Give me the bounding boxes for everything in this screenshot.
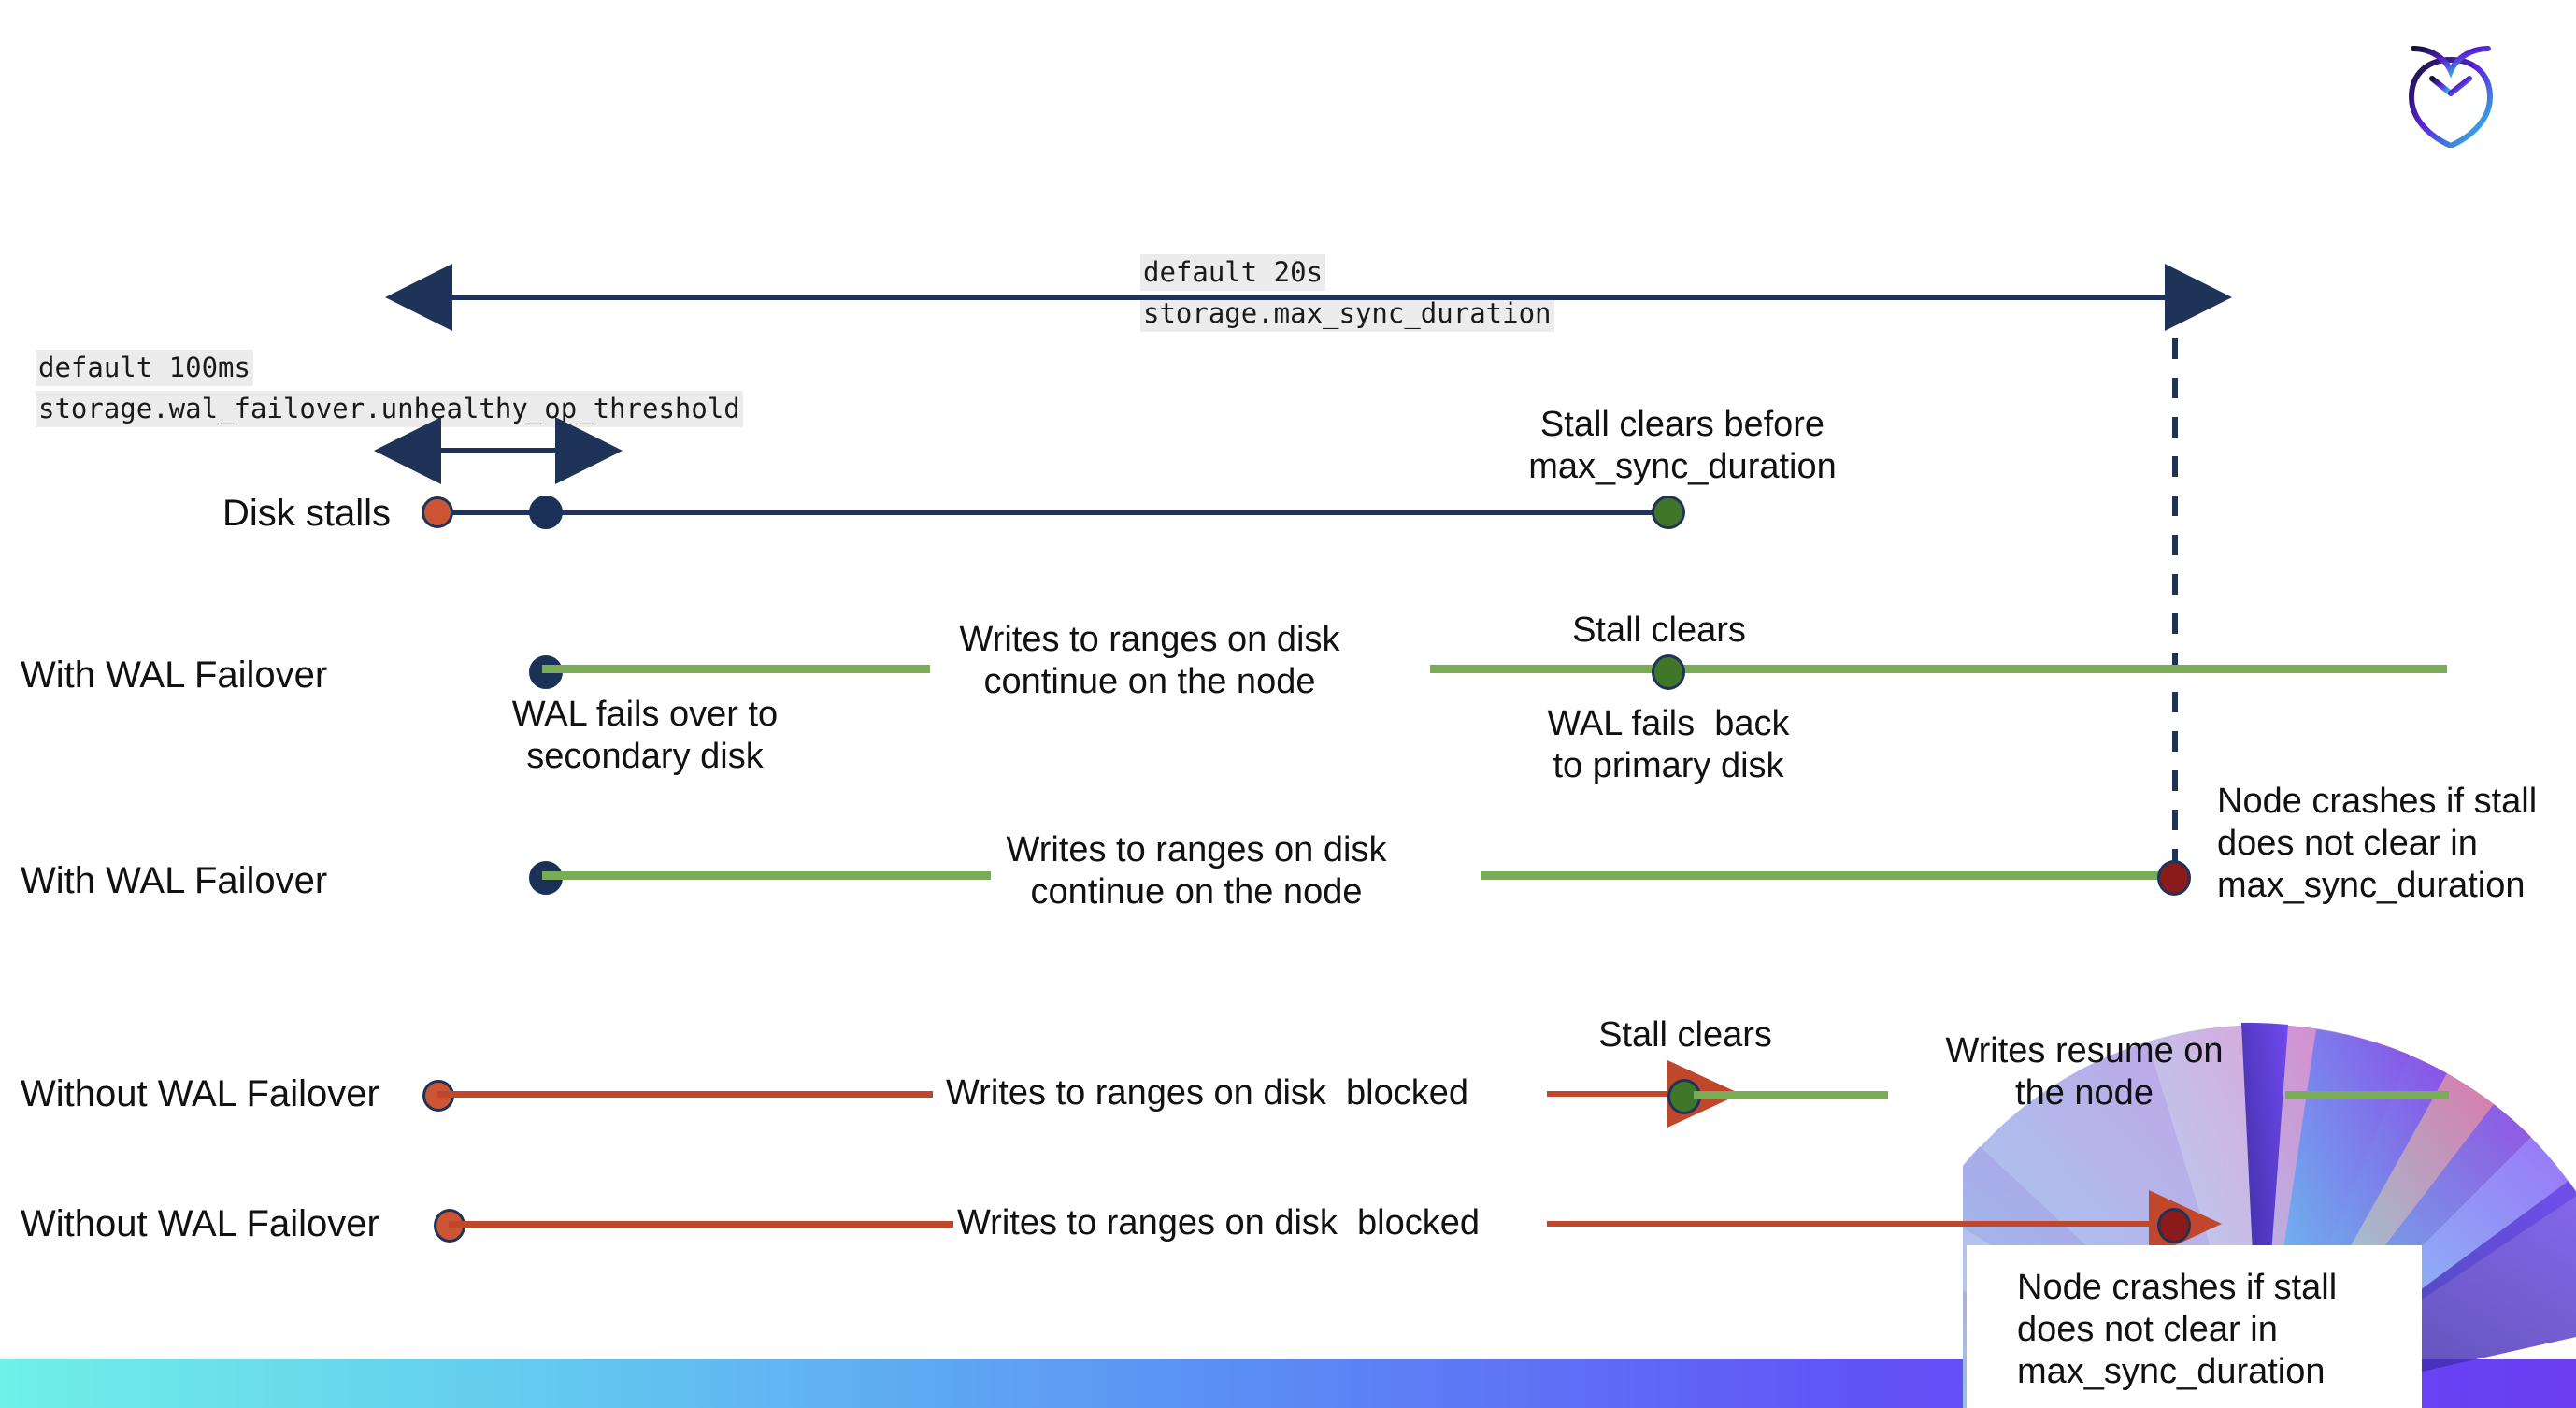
annotation-max-sync-line1: default 20s <box>1143 256 1324 288</box>
node-crash-callout-box <box>1967 1245 2422 1408</box>
note-writes-continue-row2: Writes to ranges on disk continue on the… <box>959 620 1340 701</box>
note-stall-clears-row2: Stall clears <box>1572 611 1746 650</box>
note-writes-resume-row4: Writes resume on the node <box>1945 1031 2224 1113</box>
note-writes-blocked-row5: Writes to ranges on disk blocked <box>957 1203 1481 1243</box>
wal-failover-segment-1a <box>542 665 930 673</box>
row-label-without-wal-failover-1: Without WAL Failover <box>21 1073 379 1114</box>
row-label-without-wal-failover-2: Without WAL Failover <box>21 1203 379 1244</box>
logo-svg <box>2408 46 2494 150</box>
stall-clears-dot-disk-stalls <box>1652 496 1685 529</box>
disk-stall-start-dot <box>422 496 453 528</box>
note-wal-fails-back-primary: WAL fails back to primary disk <box>1547 704 1790 785</box>
annotation-unhealthy-threshold: default 100ms <box>36 350 253 387</box>
stall-clears-dot-row2 <box>1652 654 1685 690</box>
note-writes-blocked-row4: Writes to ranges on disk blocked <box>946 1073 1469 1113</box>
annotation-unhealthy-line2: storage.wal_failover.unhealthy_op_thresh… <box>38 393 740 424</box>
note-stall-clears-row4: Stall clears <box>1598 1015 1772 1055</box>
annotation-unhealthy-line1: default 100ms <box>38 352 250 383</box>
node-crash-dot-row3 <box>2157 860 2191 896</box>
row-label-disk-stalls: Disk stalls <box>222 493 392 534</box>
note-wal-fails-over-secondary: WAL fails over to secondary disk <box>511 695 779 776</box>
note-node-crashes-row3: Node crashes if stall does not clear in … <box>2217 782 2538 905</box>
note-node-crashes-row5: Node crashes if stall does not clear in … <box>2017 1268 2338 1391</box>
annotation-max-sync-line2: storage.max_sync_duration <box>1143 297 1552 329</box>
wal-failover-segment-2a <box>542 871 991 880</box>
blocked-writes-line-row4 <box>437 1091 933 1098</box>
node-crash-dot-row5 <box>2157 1208 2191 1243</box>
annotation-max-sync-duration-2: storage.max_sync_duration <box>1140 295 1554 333</box>
disk-stalls-timeline <box>439 510 1678 515</box>
row-label-with-wal-failover-2: With WAL Failover <box>21 860 328 901</box>
wal-failover-segment-1b <box>1430 665 2447 673</box>
note-stall-clears-before-max-sync: Stall clears before max_sync_duration <box>1528 405 1837 486</box>
wal-failover-segment-2b <box>1481 871 2177 880</box>
annotation-unhealthy-threshold-2: storage.wal_failover.unhealthy_op_thresh… <box>36 391 743 428</box>
row-label-with-wal-failover-1: With WAL Failover <box>21 654 328 696</box>
blocked-writes-line-row5 <box>449 1221 953 1228</box>
note-writes-continue-row3: Writes to ranges on disk continue on the… <box>1006 830 1387 912</box>
annotation-max-sync-duration: default 20s <box>1140 254 1326 292</box>
fan-mask-left <box>0 898 1963 1359</box>
wal-failover-trigger-dot-row1 <box>529 496 563 529</box>
cockroachdb-logo <box>2385 26 2516 150</box>
writes-resume-segment-row4b <box>2285 1091 2449 1099</box>
writes-resume-segment-row4a <box>1694 1091 1888 1099</box>
